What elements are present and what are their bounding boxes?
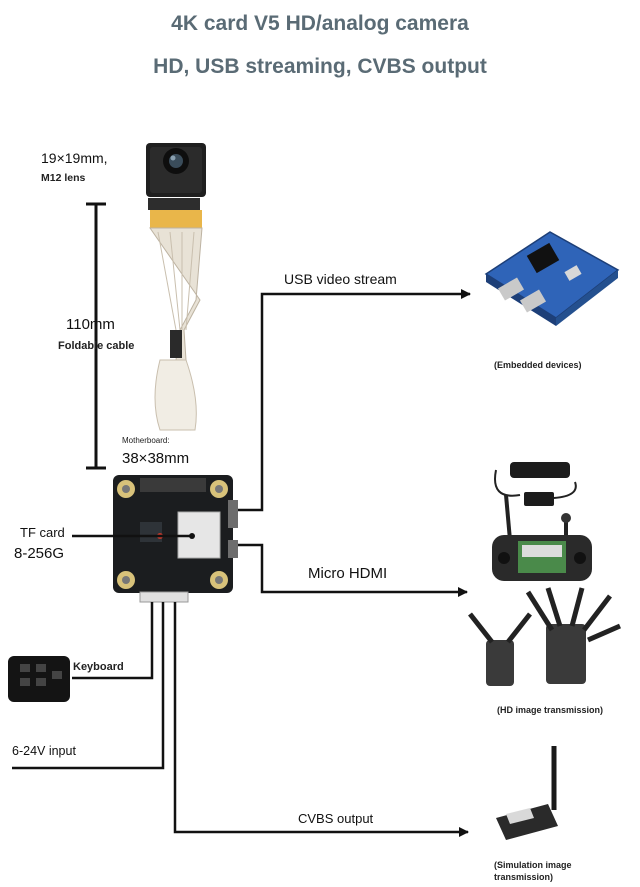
flex-cable-image xyxy=(148,198,203,431)
camera-module-image xyxy=(146,143,206,197)
keyboard-label: Keyboard xyxy=(73,661,124,673)
page-title: 4K card V5 HD/analog camera xyxy=(171,12,469,35)
hd-transmission-devices-image xyxy=(468,462,622,686)
hd-transmission-caption: (HD image transmission) xyxy=(497,705,604,715)
cvbs-label: CVBS output xyxy=(298,811,374,826)
simulation-transmission-caption-line1: (Simulation image xyxy=(494,860,572,870)
keyboard-line xyxy=(72,602,154,680)
tf-card-label: TF card xyxy=(20,525,65,540)
power-input-label: 6-24V input xyxy=(12,744,76,758)
embedded-devices-caption: (Embedded devices) xyxy=(494,360,582,370)
cable-dimension-bar xyxy=(86,202,106,470)
cable-desc-label: Foldable cable xyxy=(58,340,135,352)
motherboard-image xyxy=(113,475,238,603)
camera-lens-label: M12 lens xyxy=(41,172,86,184)
hdmi-line xyxy=(238,543,468,597)
power-input-line xyxy=(12,602,165,770)
motherboard-size-label: 38×38mm xyxy=(122,450,190,467)
hdmi-label: Micro HDMI xyxy=(308,565,388,582)
tf-card-capacity-label: 8-256G xyxy=(14,545,65,562)
usb-stream-label: USB video stream xyxy=(284,271,397,287)
camera-size-label: 19×19mm, xyxy=(41,150,108,166)
page-subtitle: HD, USB streaming, CVBS output xyxy=(153,55,487,78)
simulation-transmission-caption-line2: transmission) xyxy=(494,872,554,882)
keyboard-module-image xyxy=(8,656,70,702)
motherboard-label: Motherboard: xyxy=(122,436,170,445)
usb-stream-line xyxy=(238,289,471,512)
embedded-device-image xyxy=(484,231,620,326)
cable-length-label: 110mm xyxy=(66,316,115,333)
simulation-transmitter-image xyxy=(496,746,558,840)
cvbs-line xyxy=(173,602,469,837)
